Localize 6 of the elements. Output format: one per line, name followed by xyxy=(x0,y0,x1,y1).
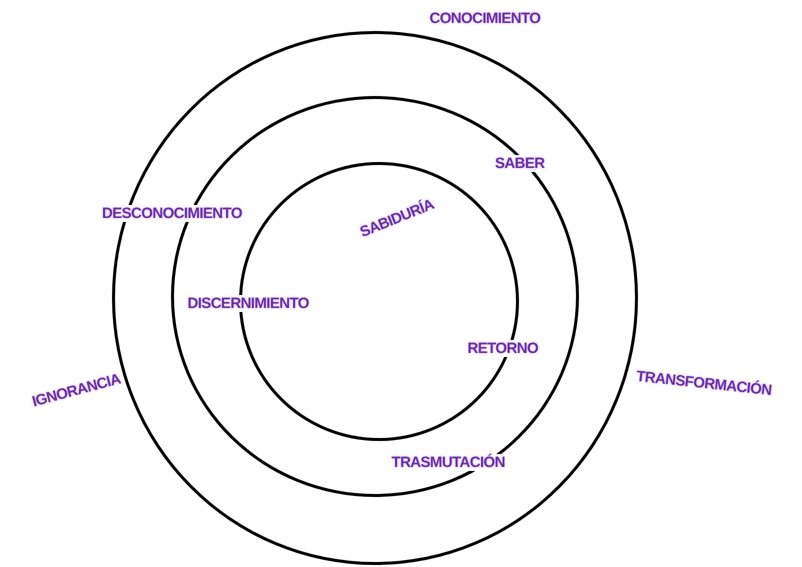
word-label: SABER xyxy=(493,154,547,172)
word-label: CONOCIMIENTO xyxy=(428,10,542,26)
word-label: RETORNO xyxy=(466,340,540,356)
word-label: TRASMUTACIÓN xyxy=(390,454,507,470)
word-label: DESCONOCIMIENTO xyxy=(100,204,244,222)
word-label: DISCERNIMIENTO xyxy=(186,294,311,312)
